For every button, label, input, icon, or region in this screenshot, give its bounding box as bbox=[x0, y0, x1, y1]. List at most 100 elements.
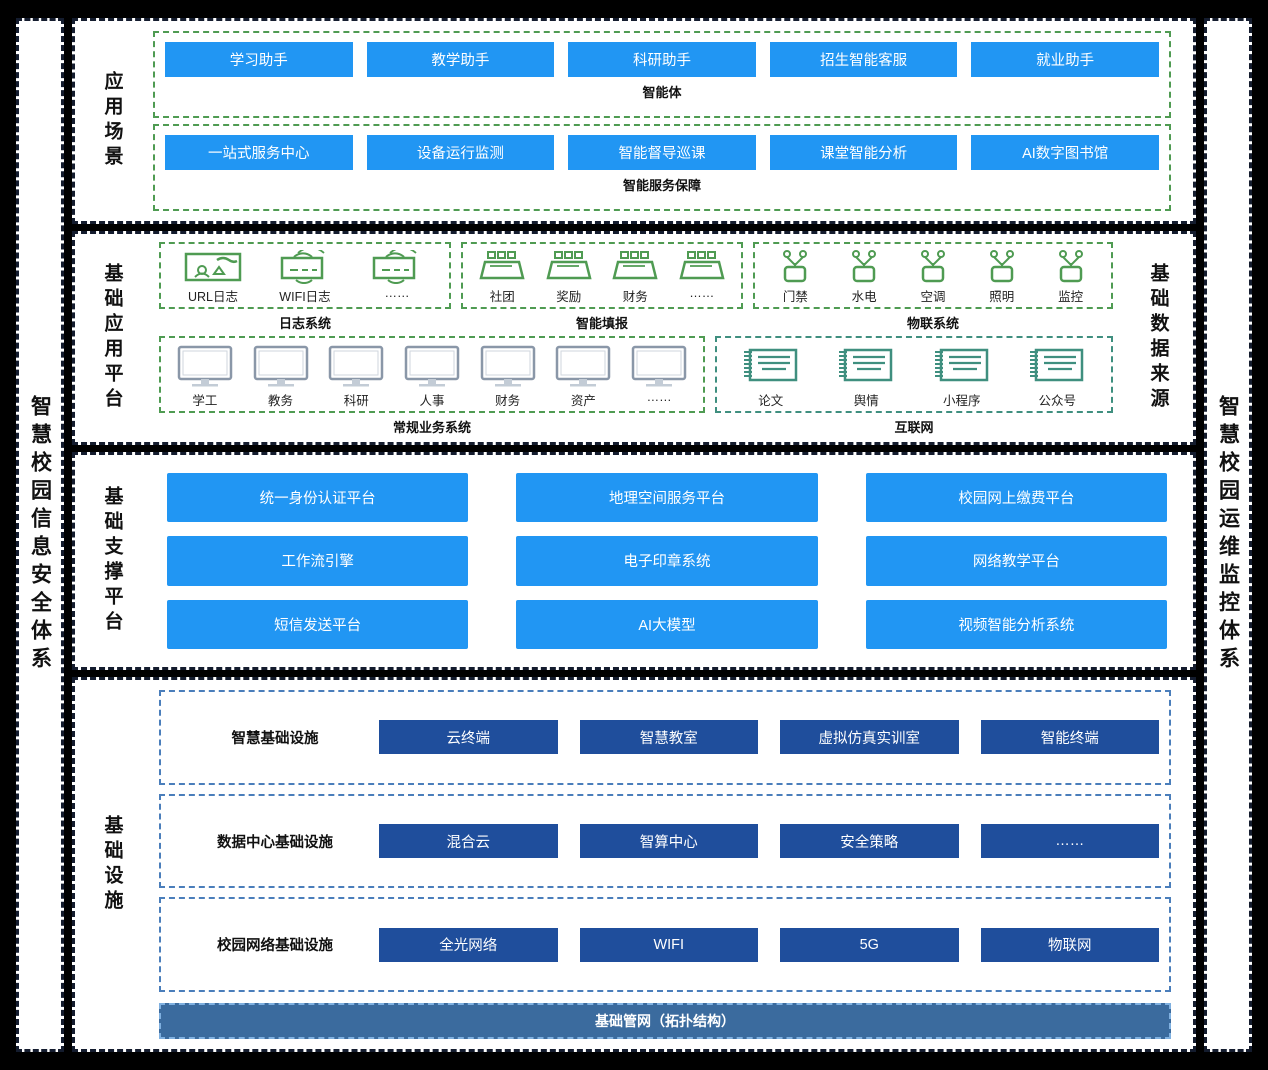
iot-icon-group: 门禁 水电 bbox=[753, 242, 1113, 309]
app-button-employment-assistant[interactable]: 就业助手 bbox=[971, 42, 1159, 77]
filling-item-award-label: 奖励 bbox=[556, 290, 582, 304]
monitor-icon-6 bbox=[556, 345, 611, 387]
platform-top-row: URL日志 WIFI日志 bbox=[149, 234, 1123, 332]
infra-item-iot-network[interactable]: 物联网 bbox=[980, 927, 1159, 962]
filling-item-more[interactable]: …… bbox=[678, 250, 726, 305]
infra-item-5g[interactable]: 5G bbox=[780, 927, 959, 962]
support-item-e-seal-system[interactable]: 电子印章系统 bbox=[516, 536, 818, 586]
biz-item-more[interactable]: …… bbox=[630, 344, 688, 409]
infra-item-smart-terminal[interactable]: 智能终端 bbox=[980, 720, 1159, 755]
band-label-data-source: 基础数据来源 bbox=[1123, 234, 1193, 442]
monitor-icon-4 bbox=[404, 345, 460, 387]
app-button-classroom-analysis[interactable]: 课堂智能分析 bbox=[769, 135, 958, 170]
filling-item-finance[interactable]: 财务 bbox=[611, 250, 659, 305]
support-item-online-teaching[interactable]: 网络教学平台 bbox=[865, 536, 1167, 586]
infra-item-hybrid-cloud[interactable]: 混合云 bbox=[379, 824, 558, 858]
support-item-sms-platform[interactable]: 短信发送平台 bbox=[167, 599, 469, 649]
log-item-wifi[interactable]: WIFI日志 bbox=[276, 250, 334, 305]
group-intelligent-filling: 社团 奖励 bbox=[461, 242, 743, 332]
support-item-video-analysis[interactable]: 视频智能分析系统 bbox=[865, 599, 1167, 649]
infra-item-all-optical-network[interactable]: 全光网络 bbox=[379, 927, 558, 962]
iot-item-air-conditioning[interactable]: 空调 bbox=[913, 250, 953, 305]
group-caption-intelligent-filling: 智能填报 bbox=[575, 316, 628, 331]
filling-item-finance-label: 财务 bbox=[622, 290, 648, 304]
internet-item-public-opinion[interactable]: 舆情 bbox=[835, 344, 897, 409]
log-item-url[interactable]: URL日志 bbox=[184, 250, 242, 305]
band-label-data-source-text: 基础数据来源 bbox=[1147, 263, 1169, 413]
band-label-application-text: 应用场景 bbox=[101, 71, 123, 171]
infra-item-security-policy[interactable]: 安全策略 bbox=[780, 824, 959, 858]
internet-item-paper[interactable]: 论文 bbox=[740, 344, 802, 409]
band-label-base-platform: 基础应用平台 bbox=[75, 234, 149, 442]
sensor-icon-2 bbox=[852, 250, 877, 283]
biz-item-research[interactable]: 科研 bbox=[327, 344, 385, 409]
group-internet: 论文 舆情 bbox=[715, 336, 1113, 436]
biz-item-student-affairs[interactable]: 学工 bbox=[176, 344, 234, 409]
group-intelligent-service: 一站式服务中心 设备运行监测 智能督导巡课 课堂智能分析 AI数字图书馆 智能服… bbox=[153, 124, 1171, 211]
form-icon-3 bbox=[612, 251, 658, 280]
internet-item-mini-program[interactable]: 小程序 bbox=[931, 344, 993, 409]
biz-item-finance[interactable]: 财务 bbox=[479, 344, 537, 409]
app-button-device-monitoring[interactable]: 设备运行监测 bbox=[366, 135, 555, 170]
internet-item-official-account[interactable]: 公众号 bbox=[1026, 344, 1088, 409]
base-platform-body: URL日志 WIFI日志 bbox=[149, 234, 1123, 442]
app-button-one-stop-service[interactable]: 一站式服务中心 bbox=[165, 135, 353, 170]
infra-row-smart: 智慧基础设施 云终端 智慧教室 虚拟仿真实训室 智能终端 bbox=[159, 690, 1171, 785]
agent-button-row: 学习助手 教学助手 科研助手 招生智能客服 就业助手 bbox=[165, 42, 1159, 77]
band-label-infrastructure-text: 基础设施 bbox=[101, 814, 123, 915]
filling-item-more-label: …… bbox=[689, 286, 715, 300]
document-icon-2 bbox=[839, 348, 893, 382]
infra-item-smart-classroom[interactable]: 智慧教室 bbox=[579, 720, 758, 755]
form-icon bbox=[479, 251, 525, 280]
sensor-icon-4 bbox=[989, 250, 1014, 283]
infra-row-datacenter-label: 数据中心基础设施 bbox=[217, 834, 333, 851]
support-item-ai-large-model[interactable]: AI大模型 bbox=[516, 599, 818, 649]
log-item-more-label: …… bbox=[384, 286, 410, 300]
document-icon bbox=[743, 348, 797, 382]
support-item-geo-service[interactable]: 地理空间服务平台 bbox=[516, 473, 818, 523]
support-item-online-payment[interactable]: 校园网上缴费平台 bbox=[865, 473, 1167, 523]
group-business-systems: 学工 教务 bbox=[159, 336, 705, 436]
filling-item-award[interactable]: 奖励 bbox=[545, 250, 593, 305]
infra-item-datacenter-more[interactable]: …… bbox=[980, 824, 1159, 858]
app-button-study-assistant[interactable]: 学习助手 bbox=[165, 42, 353, 77]
group-caption-iot-system: 物联系统 bbox=[906, 316, 959, 331]
monitor-icon bbox=[177, 345, 233, 387]
app-button-admission-service[interactable]: 招生智能客服 bbox=[769, 42, 958, 77]
right-rail-label: 智慧校园运维监控体系 bbox=[1216, 395, 1240, 675]
log-item-more[interactable]: …… bbox=[368, 250, 426, 305]
group-caption-intelligent-agent: 智能体 bbox=[642, 85, 682, 100]
iot-item-water-electricity-label: 水电 bbox=[851, 290, 877, 304]
filling-item-club[interactable]: 社团 bbox=[478, 250, 526, 305]
band-label-base-platform-text: 基础应用平台 bbox=[101, 263, 123, 413]
biz-item-personnel[interactable]: 人事 bbox=[403, 344, 461, 409]
app-button-teaching-supervision[interactable]: 智能督导巡课 bbox=[568, 135, 756, 170]
infra-item-virtual-lab[interactable]: 虚拟仿真实训室 bbox=[780, 720, 959, 755]
infra-item-computing-center[interactable]: 智算中心 bbox=[579, 824, 758, 858]
iot-item-access-control[interactable]: 门禁 bbox=[775, 250, 815, 305]
infra-row-datacenter: 数据中心基础设施 混合云 智算中心 安全策略 …… bbox=[159, 793, 1171, 889]
log-icon bbox=[184, 252, 242, 282]
left-rail-label: 智慧校园信息安全体系 bbox=[28, 395, 52, 675]
log-icon-group: URL日志 WIFI日志 bbox=[159, 242, 451, 309]
biz-item-assets[interactable]: 资产 bbox=[554, 344, 612, 409]
sensor-icon-5 bbox=[1058, 250, 1083, 283]
log-item-url-label: URL日志 bbox=[187, 290, 238, 304]
app-button-teaching-assistant[interactable]: 教学助手 bbox=[366, 42, 555, 77]
wifi-log-icon bbox=[280, 250, 325, 284]
group-intelligent-agent: 学习助手 教学助手 科研助手 招生智能客服 就业助手 智能体 bbox=[153, 31, 1171, 118]
iot-item-lighting-label: 照明 bbox=[989, 290, 1015, 304]
sensor-icon-3 bbox=[920, 250, 945, 283]
infra-item-cloud-terminal[interactable]: 云终端 bbox=[379, 720, 558, 755]
biz-item-academic-affairs[interactable]: 教务 bbox=[252, 344, 310, 409]
app-button-ai-digital-library[interactable]: AI数字图书馆 bbox=[971, 135, 1159, 170]
filling-icon-group: 社团 奖励 bbox=[461, 242, 743, 309]
infra-item-wifi[interactable]: WIFI bbox=[579, 927, 758, 962]
infrastructure-footer-bar: 基础管网（拓扑结构） bbox=[159, 1003, 1171, 1040]
iot-item-lighting[interactable]: 照明 bbox=[982, 250, 1022, 305]
app-button-research-assistant[interactable]: 科研助手 bbox=[568, 42, 756, 77]
iot-item-surveillance[interactable]: 监控 bbox=[1051, 250, 1091, 305]
iot-item-water-electricity[interactable]: 水电 bbox=[844, 250, 884, 305]
support-item-identity-auth[interactable]: 统一身份认证平台 bbox=[167, 473, 469, 523]
support-item-workflow-engine[interactable]: 工作流引擎 bbox=[167, 536, 469, 586]
